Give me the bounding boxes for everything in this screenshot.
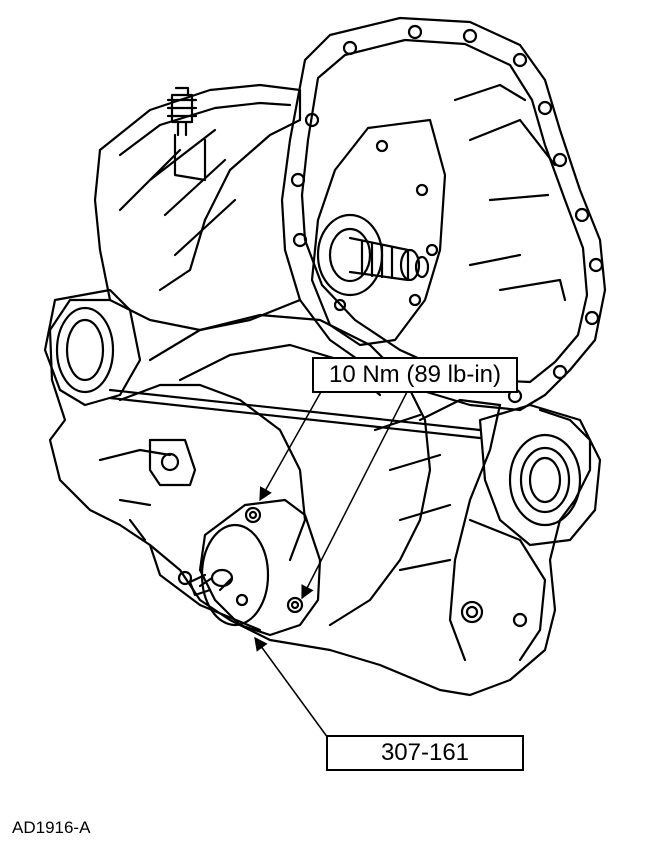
torque-spec-label: 10 Nm (89 lb-in) — [312, 357, 518, 393]
leader-torque-lower — [301, 389, 409, 600]
actuator-component — [188, 498, 322, 637]
input-shaft — [316, 213, 430, 297]
leader-tool — [254, 636, 329, 739]
leader-torque-upper — [259, 389, 323, 502]
right-axle-seal — [478, 403, 602, 547]
tool-number-label: 307-161 — [326, 735, 524, 771]
figure-id: AD1916-A — [12, 818, 91, 837]
vent-fitting — [170, 86, 194, 137]
bell-housing-flange — [280, 16, 607, 412]
transaxle-case — [48, 298, 592, 697]
left-axle-seal — [43, 288, 142, 407]
flange-bolt-holes — [290, 24, 604, 404]
